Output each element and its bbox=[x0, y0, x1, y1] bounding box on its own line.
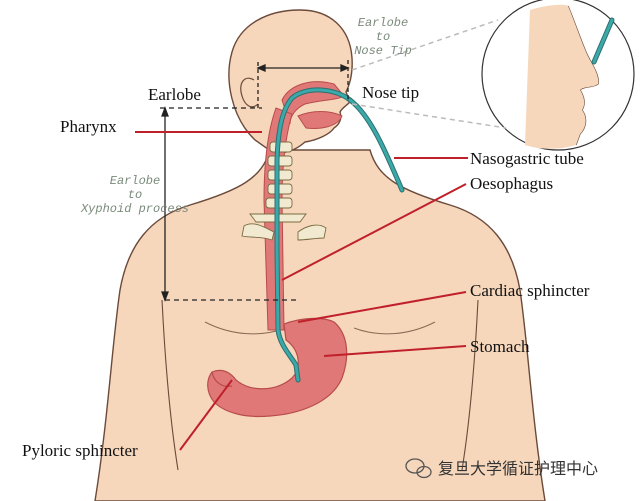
svg-text:to: to bbox=[128, 188, 142, 202]
label-stomach: Stomach bbox=[470, 337, 530, 356]
chest-line-right bbox=[353, 321, 436, 335]
inset-tube-fill bbox=[592, 18, 614, 64]
svg-text:Earlobe: Earlobe bbox=[110, 174, 160, 188]
inset-face-fill bbox=[525, 4, 599, 149]
nasogastric-tube bbox=[274, 87, 405, 383]
label-nose-tip: Nose tip bbox=[362, 83, 419, 102]
wechat-icon bbox=[405, 458, 432, 479]
leader-oesophagus bbox=[281, 183, 467, 281]
svg-text:to: to bbox=[376, 30, 390, 44]
svg-text:Nose Tip: Nose Tip bbox=[354, 44, 412, 58]
caption-ear-xyphoid: Earlobe to Xyphoid process bbox=[80, 174, 189, 216]
leader-cardiac bbox=[297, 291, 467, 323]
oral-cavity bbox=[297, 111, 343, 129]
inset-link-top bbox=[351, 19, 499, 71]
leader-stomach bbox=[323, 345, 467, 357]
watermark: 复旦大学循证护理中心 bbox=[405, 458, 598, 479]
pyloric-sphincter-shape bbox=[211, 371, 233, 387]
stomach bbox=[207, 317, 348, 418]
inset-link-bottom bbox=[351, 103, 507, 129]
label-pharynx: Pharynx bbox=[60, 117, 117, 136]
measurement-lines bbox=[160, 60, 350, 302]
label-oesophagus: Oesophagus bbox=[470, 174, 553, 193]
leader-pyloric bbox=[179, 379, 233, 451]
caption-ear-nose: Earlobe to Nose Tip bbox=[354, 16, 412, 58]
svg-text:Earlobe: Earlobe bbox=[358, 16, 408, 30]
tube-outside-fill bbox=[348, 98, 404, 192]
watermark-text: 复旦大学循证护理中心 bbox=[438, 459, 598, 478]
svg-text:Xyphoid process: Xyphoid process bbox=[80, 202, 189, 216]
nose-inset bbox=[351, 0, 635, 151]
label-nasogastric-tube: Nasogastric tube bbox=[470, 149, 584, 168]
left-arm-crease bbox=[161, 299, 179, 471]
label-earlobe: Earlobe bbox=[148, 85, 201, 104]
label-pyloric-sphincter: Pyloric sphincter bbox=[22, 441, 138, 460]
ear bbox=[240, 77, 259, 108]
leader-lines bbox=[135, 131, 468, 451]
label-cardiac-sphincter: Cardiac sphincter bbox=[470, 281, 590, 300]
right-arm-crease bbox=[461, 299, 479, 471]
tube-inside-fill bbox=[275, 88, 352, 382]
